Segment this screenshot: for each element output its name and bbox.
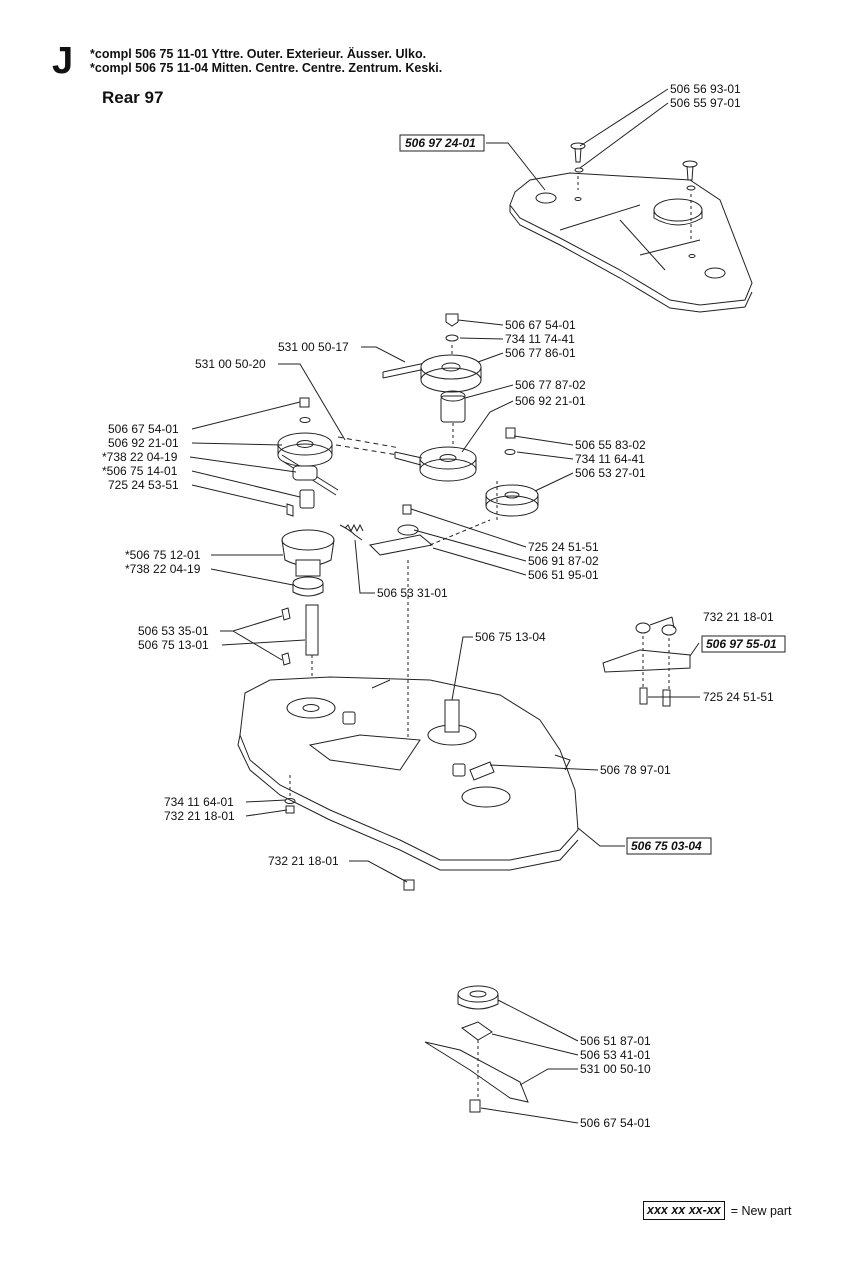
- part-label: *506 75 14-01: [102, 464, 178, 478]
- part-label: *738 22 04-19: [125, 562, 201, 576]
- part-label: 506 75 13-01: [138, 638, 209, 652]
- part-label: 506 56 93-01: [670, 82, 741, 96]
- part-label: 506 53 27-01: [575, 466, 646, 480]
- part-label: 531 00 50-20: [195, 357, 266, 371]
- part-label: 506 55 97-01: [670, 96, 741, 110]
- part-label: 725 24 51-51: [703, 690, 774, 704]
- page-title: Rear 97: [102, 88, 164, 107]
- part-label: 506 53 31-01: [377, 586, 448, 600]
- part-label: 732 21 18-01: [268, 854, 339, 868]
- idler-arm-and-spring-drawing: [339, 504, 491, 556]
- part-label: 506 91 87-02: [528, 554, 599, 568]
- section-letter: J: [52, 40, 74, 82]
- part-label: 506 78 97-01: [600, 763, 671, 777]
- part-label: 506 77 86-01: [505, 346, 576, 360]
- part-label: 506 92 21-01: [108, 436, 179, 450]
- leader-lines: [189, 88, 700, 1124]
- part-label: *506 75 12-01: [125, 548, 201, 562]
- part-label: 734 11 74-41: [505, 332, 575, 346]
- part-label: 725 24 51-51: [528, 540, 599, 554]
- part-label: 732 21 18-01: [164, 809, 235, 823]
- spindle-housing-drawing: [281, 529, 335, 700]
- upper-belt-and-pulleys-drawing: [382, 313, 482, 482]
- part-label: 531 00 50-10: [580, 1062, 651, 1076]
- part-label-new: 506 97 24-01: [405, 136, 476, 150]
- legend-text: = New part: [730, 1203, 792, 1218]
- part-label-new: 506 97 55-01: [706, 637, 777, 651]
- lower-belt-drawing: [335, 436, 401, 456]
- part-label: 506 67 54-01: [108, 422, 179, 436]
- part-label: 506 92 21-01: [515, 394, 586, 408]
- spindle-pulley-drawing: [277, 397, 339, 517]
- alignment-lines: [407, 480, 498, 740]
- part-label: 734 11 64-01: [164, 795, 234, 809]
- part-label: 531 00 50-17: [278, 340, 349, 354]
- part-label: 506 53 35-01: [138, 624, 209, 638]
- idler-pulley-drawing: [485, 427, 539, 517]
- part-label: 506 51 95-01: [528, 568, 599, 582]
- header-line-1: *compl 506 75 11-01 Yttre. Outer. Exteri…: [90, 47, 427, 61]
- deck-hardware-drawing: [284, 775, 415, 891]
- legend: xxx xx xx-xx = New part: [643, 1201, 791, 1220]
- part-label-new: 506 75 03-04: [631, 839, 702, 853]
- cover-bolts-drawing: [570, 142, 698, 240]
- part-label: 725 24 53-51: [108, 478, 179, 492]
- part-label: *738 22 04-19: [102, 450, 178, 464]
- part-label: 506 77 87-02: [515, 378, 586, 392]
- new-part-boxes: [399, 134, 786, 855]
- cover-plate-drawing: [509, 172, 753, 313]
- part-label: 506 67 54-01: [505, 318, 576, 332]
- blade-assembly-drawing: [424, 985, 529, 1113]
- part-label: 506 53 41-01: [580, 1048, 651, 1062]
- legend-key: xxx xx xx-xx: [643, 1201, 725, 1220]
- part-labels: 506 56 93-01 506 55 97-01 506 97 24-01 5…: [102, 82, 777, 1130]
- part-label: 732 21 18-01: [703, 610, 774, 624]
- header-line-2: *compl 506 75 11-04 Mitten. Centre. Cent…: [90, 61, 443, 75]
- deck-drawing: [237, 676, 579, 871]
- part-label: 506 55 83-02: [575, 438, 646, 452]
- bracket-drawing: [602, 622, 691, 707]
- part-label: 506 75 13-04: [475, 630, 546, 644]
- part-label: 506 51 87-01: [580, 1034, 651, 1048]
- part-label: 734 11 64-41: [575, 452, 645, 466]
- part-label: 506 67 54-01: [580, 1116, 651, 1130]
